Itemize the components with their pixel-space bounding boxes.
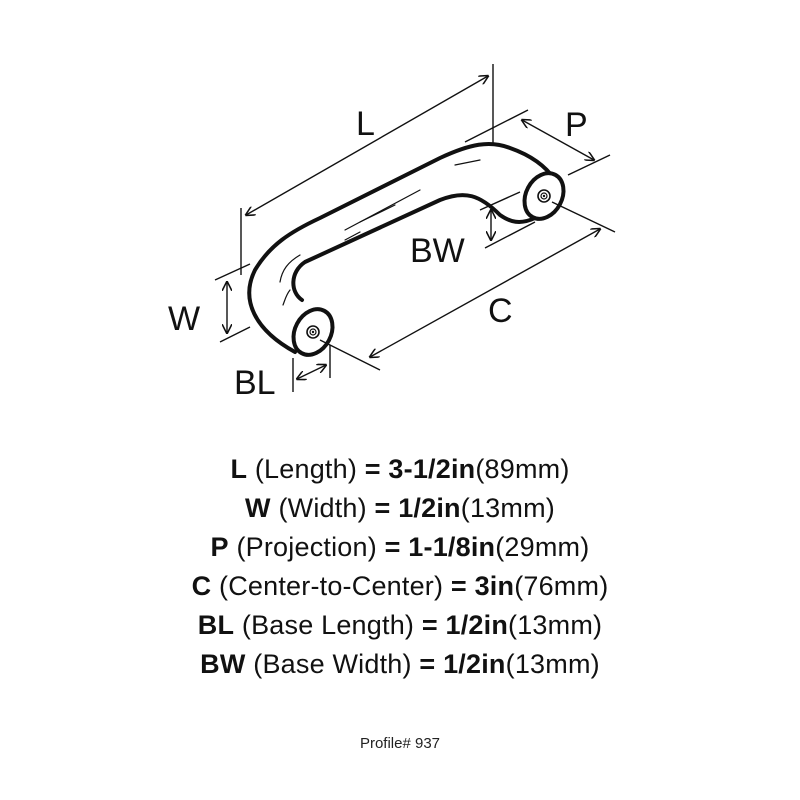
spec-base-width: BW (Base Width) = 1/2in(13mm) — [0, 645, 800, 684]
spec-imperial-value: 3in — [474, 571, 515, 601]
label-BW: BW — [410, 232, 465, 270]
spec-metric-value: (13mm) — [460, 493, 555, 523]
label-BL: BL — [234, 364, 276, 402]
spec-name: (Base Width) — [253, 649, 412, 679]
label-W: W — [168, 300, 200, 338]
label-C: C — [488, 292, 513, 330]
end-cap-left — [291, 307, 335, 357]
spec-code: W — [245, 493, 271, 523]
spec-imperial-value: 1-1/8in — [408, 532, 496, 562]
spec-name: (Projection) — [236, 532, 377, 562]
spec-imperial-value: 3-1/2in — [388, 454, 476, 484]
spec-metric-value: (13mm) — [508, 610, 603, 640]
spec-equals: = — [364, 454, 381, 484]
spec-metric-value: (13mm) — [505, 649, 600, 679]
dimension-BL — [292, 345, 331, 392]
spec-name: (Length) — [254, 454, 358, 484]
label-L: L — [356, 105, 375, 143]
handle-diagram: L P W BW C — [168, 64, 616, 402]
spec-imperial-value: 1/2in — [443, 649, 506, 679]
end-cap-right — [522, 171, 566, 221]
dimension-L — [240, 64, 494, 275]
label-P: P — [565, 106, 588, 144]
spec-width: W (Width) = 1/2in(13mm) — [0, 489, 800, 528]
spec-code: BW — [200, 649, 246, 679]
dimension-P — [464, 109, 611, 176]
spec-imperial-value: 1/2in — [398, 493, 461, 523]
spec-equals: = — [450, 571, 467, 601]
spec-metric-value: (89mm) — [475, 454, 570, 484]
spec-base-length: BL (Base Length) = 1/2in(13mm) — [0, 606, 800, 645]
dimension-W — [214, 263, 251, 343]
spec-equals: = — [384, 532, 401, 562]
spec-imperial-value: 1/2in — [445, 610, 509, 640]
handle-drawing: L P W BW C — [168, 64, 616, 402]
spec-equals: = — [419, 649, 436, 679]
specifications-list: L (Length) = 3-1/2in(89mm) W (Width) = 1… — [0, 450, 800, 684]
dimension-C — [319, 201, 616, 371]
spec-code: P — [210, 532, 229, 562]
spec-name: (Center-to-Center) — [219, 571, 444, 601]
spec-equals: = — [374, 493, 391, 523]
spec-code: L — [230, 454, 248, 484]
spec-length: L (Length) = 3-1/2in(89mm) — [0, 450, 800, 489]
spec-name: (Base Length) — [241, 610, 415, 640]
spec-metric-value: (76mm) — [514, 571, 609, 601]
profile-number: Profile# 937 — [359, 735, 441, 752]
spec-code: BL — [197, 610, 235, 640]
spec-equals: = — [421, 610, 438, 640]
spec-center-to-center: C (Center-to-Center) = 3in(76mm) — [0, 567, 800, 606]
spec-name: (Width) — [278, 493, 367, 523]
spec-code: C — [191, 571, 212, 601]
spec-metric-value: (29mm) — [495, 532, 590, 562]
spec-projection: P (Projection) = 1-1/8in(29mm) — [0, 528, 800, 567]
